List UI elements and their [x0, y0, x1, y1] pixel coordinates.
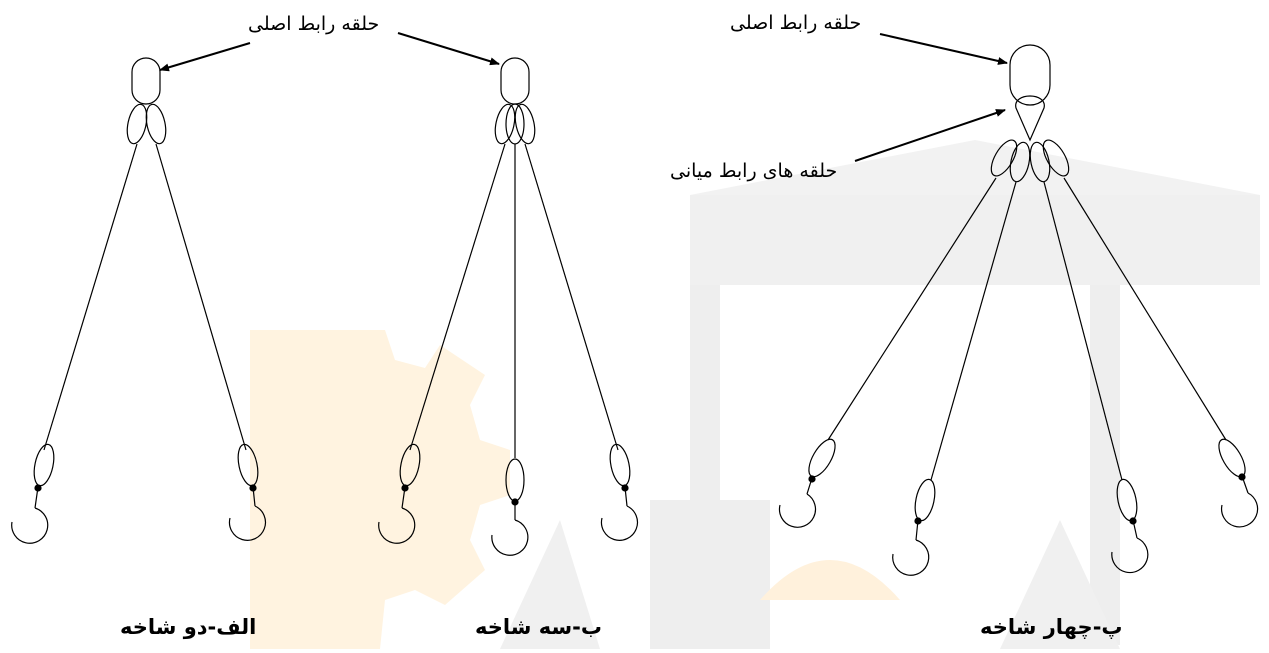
- sling-leg: [409, 143, 506, 451]
- hook-icon: [11, 507, 49, 544]
- hook-icon: [228, 505, 267, 541]
- hook-icon: [491, 519, 529, 556]
- intermediate-ring: [145, 103, 167, 145]
- label-intermediate-rings: حلقه های رابط میانی: [670, 160, 838, 182]
- leg-link: [914, 478, 936, 522]
- sling-leg: [1063, 177, 1227, 441]
- link-pin: [401, 484, 409, 492]
- caption-three-leg: ب-سه شاخه: [475, 615, 602, 639]
- callout-arrows: [159, 32, 1008, 162]
- master-ring: [1009, 44, 1051, 106]
- master-ring: [500, 57, 530, 105]
- link-pin: [914, 517, 922, 525]
- link-pin: [621, 484, 629, 492]
- arrow-to-master-ring-a: [159, 42, 251, 72]
- sling-leg: [43, 143, 138, 451]
- arrow-to-intermediate-rings: [854, 109, 1006, 162]
- intermediate-ring: [494, 103, 516, 145]
- hook-icon: [1220, 492, 1259, 528]
- arrow-to-master-ring-b: [397, 32, 500, 66]
- link-pin: [249, 484, 257, 492]
- link-pin: [34, 484, 42, 492]
- label-main-ring-a: حلقه رابط اصلی: [248, 13, 380, 35]
- sling-three-leg: [378, 57, 639, 556]
- sling-leg: [524, 143, 619, 451]
- hook-icon: [600, 505, 639, 541]
- intermediate-ring: [1042, 139, 1070, 177]
- label-main-ring-c: حلقه رابط اصلی: [730, 12, 862, 34]
- hook-icon: [778, 493, 817, 528]
- link-pin: [1129, 517, 1137, 525]
- intermediate-ring: [126, 103, 148, 145]
- intermediate-ring: [1009, 141, 1031, 183]
- leg-link: [808, 438, 836, 478]
- caption-four-leg: پ-چهار شاخه: [980, 615, 1123, 639]
- hook-icon: [378, 507, 416, 544]
- link-pin: [808, 475, 816, 483]
- caption-two-leg: الف-دو شاخه: [120, 615, 257, 639]
- link-pin: [1238, 473, 1246, 481]
- sling-four-leg: [778, 44, 1259, 576]
- sling-two-leg: [11, 57, 267, 544]
- sling-leg: [930, 181, 1017, 481]
- leg-link: [1218, 438, 1246, 478]
- sling-leg: [1043, 181, 1123, 481]
- master-ring: [131, 57, 161, 105]
- intermediate-ring: [990, 139, 1018, 177]
- intermediate-ring: [514, 103, 536, 145]
- hook-icon: [892, 539, 930, 576]
- hook-icon: [1111, 537, 1149, 574]
- sub-master-ring: [1015, 95, 1045, 142]
- watermark-logo: [250, 140, 1260, 649]
- arrow-to-master-ring-c: [879, 33, 1008, 65]
- intermediate-ring: [1029, 141, 1051, 183]
- leg-link: [609, 443, 631, 487]
- link-pin: [511, 498, 519, 506]
- sling-leg: [827, 177, 997, 441]
- sling-leg: [155, 143, 247, 451]
